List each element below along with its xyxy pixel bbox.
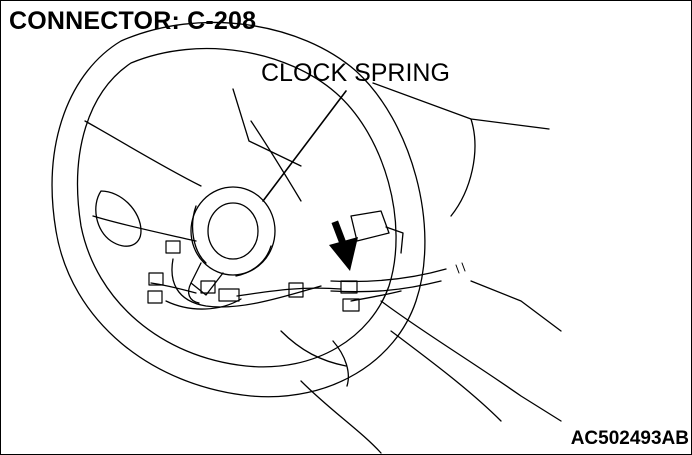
callout-leader-line bbox=[263, 91, 346, 201]
connector-c-208-mate bbox=[343, 299, 359, 311]
connector-c-208 bbox=[341, 281, 357, 293]
diagram-title: CONNECTOR: C-208 bbox=[9, 7, 257, 35]
steering-wheel-spokes bbox=[85, 121, 348, 386]
steering-wheel-rim bbox=[52, 22, 425, 396]
dashboard-outline bbox=[233, 83, 561, 453]
connector-small bbox=[201, 281, 215, 293]
connector-small bbox=[148, 291, 162, 303]
harness-connectors bbox=[148, 241, 359, 311]
column-trim bbox=[386, 227, 403, 253]
connector-small bbox=[149, 273, 163, 285]
connector-small bbox=[166, 241, 180, 253]
connector-small bbox=[219, 289, 239, 301]
wiring-harness bbox=[151, 259, 465, 309]
column-cover bbox=[351, 211, 389, 241]
arrow-icon bbox=[329, 225, 358, 271]
connector-small bbox=[289, 283, 303, 297]
figure-id: AC502493AB bbox=[570, 428, 689, 449]
clock-spring-label: CLOCK SPRING bbox=[261, 59, 450, 87]
